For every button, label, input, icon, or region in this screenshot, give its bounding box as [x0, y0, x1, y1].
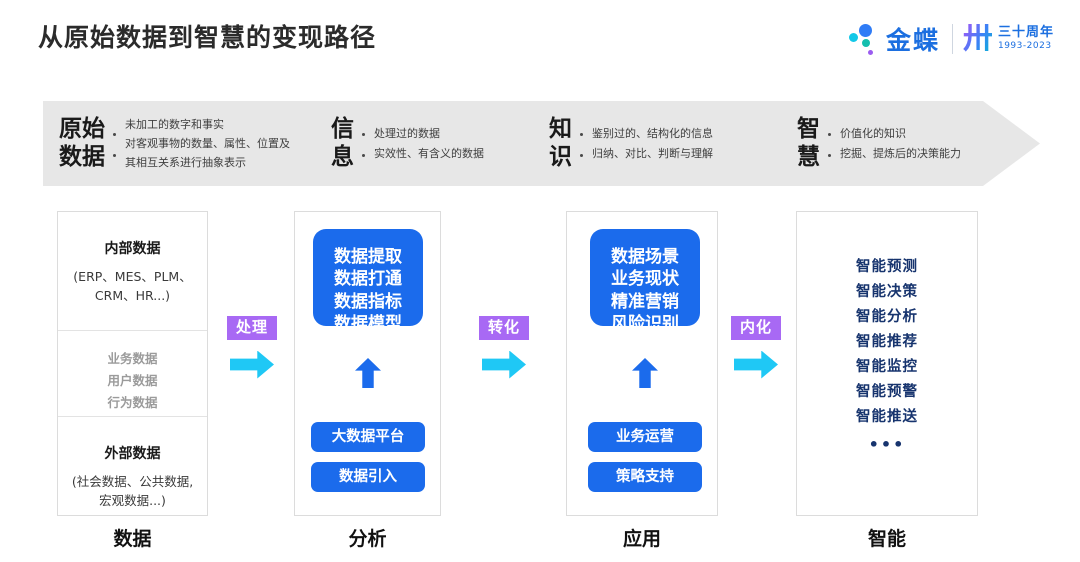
band-bullet: 价值化的知识: [840, 127, 906, 141]
column-intelligence[interactable]: 智能预测 智能决策 智能分析 智能推荐 智能监控 智能预警 智能推送 •••: [796, 211, 978, 516]
application-capability-box[interactable]: 数据场景 业务现状 精准营销 风险识别: [590, 229, 700, 334]
column-footer-intelligence: 智能: [867, 528, 906, 550]
connector-transform: 转化: [474, 316, 534, 379]
band-bullet: 挖掘、提炼后的决策能力: [840, 146, 961, 160]
band-bullet: 对客观事物的数量、属性、位置及其相互关系进行抽象表示: [125, 136, 290, 170]
bullet-dots-icon: [580, 122, 583, 166]
application-capability-item: 业务现状: [611, 269, 679, 290]
right-arrow-icon: [734, 350, 778, 379]
strategy-support-pill[interactable]: 策略支持: [588, 462, 702, 492]
analysis-platform-pill[interactable]: 大数据平台: [311, 422, 425, 452]
data-types-section: 业务数据 用户数据 行为数据: [58, 331, 207, 417]
analysis-capability-item: 数据打通: [334, 269, 402, 290]
right-arrow-icon: [230, 350, 274, 379]
right-arrow-icon: [482, 350, 526, 379]
page-title: 从原始数据到智慧的变现路径: [38, 23, 377, 52]
list-item: 智能监控: [856, 359, 918, 375]
intelligence-list: 智能预测 智能决策 智能分析 智能推荐 智能监控 智能预警 智能推送 •••: [797, 212, 977, 460]
bullet-dots-icon: [362, 122, 365, 166]
band-item-wisdom: 智 慧 价值化的知识 挖掘、提炼后的决策能力: [789, 101, 1040, 186]
data-type-item: 用户数据: [107, 372, 158, 388]
analysis-capability-item: 数据指标: [334, 291, 402, 312]
internal-data-title: 内部数据: [104, 241, 161, 257]
connector-internalize: 内化: [726, 316, 786, 379]
band-item-information: 信 息 处理过的数据 实效性、有含义的数据: [321, 101, 541, 186]
band-key-wisdom: 智 慧: [797, 116, 820, 170]
band-key-raw-data: 原始 数据: [59, 116, 105, 170]
logo-divider: [951, 24, 953, 54]
external-data-title: 外部数据: [104, 446, 161, 462]
anniversary-mark-icon: 卅: [962, 21, 993, 56]
band-item-knowledge: 知 识 鉴别过的、结构化的信息 归纳、对比、判断与理解: [541, 101, 789, 186]
internal-data-section: 内部数据 (ERP、MES、PLM、 CRM、HR...): [58, 212, 207, 331]
list-ellipsis: •••: [868, 435, 906, 454]
band-item-raw-data: 原始 数据 未加工的数字和事实 对客观事物的数量、属性、位置及其相互关系进行抽象…: [43, 101, 321, 186]
application-capability-item: 数据场景: [611, 247, 679, 267]
application-capability-item: 风险识别: [611, 314, 679, 335]
connector-label-transform: 转化: [478, 316, 529, 340]
band-bullet: 未加工的数字和事实: [125, 117, 224, 131]
bullet-dots-icon: [113, 122, 116, 166]
data-type-item: 行为数据: [107, 394, 158, 410]
band-key-information: 信 息: [331, 116, 354, 170]
list-item: 智能预测: [856, 259, 918, 275]
band-bullet: 归纳、对比、判断与理解: [592, 146, 713, 160]
brand-name: 金蝶: [885, 26, 940, 55]
bullet-dots-icon: [828, 122, 831, 166]
data-type-item: 业务数据: [107, 351, 158, 366]
column-data[interactable]: 内部数据 (ERP、MES、PLM、 CRM、HR...) 业务数据 用户数据 …: [57, 211, 208, 516]
kingdee-logo: 金蝶 卅 三十周年 1993-2023: [848, 19, 1054, 59]
business-operation-pill[interactable]: 业务运营: [588, 422, 702, 452]
connector-label-internalize: 内化: [730, 316, 781, 340]
column-footer-application: 应用: [622, 528, 661, 550]
column-footer-analysis: 分析: [348, 528, 387, 550]
list-item: 智能预警: [856, 384, 918, 400]
anniversary-text: 三十周年 1993-2023: [997, 25, 1054, 52]
external-data-section: 外部数据 (社会数据、公共数据, 宏观数据...): [58, 417, 207, 511]
list-item: 智能决策: [856, 284, 918, 300]
connector-label-process: 处理: [226, 316, 277, 340]
analysis-capability-box[interactable]: 数据提取 数据打通 数据指标 数据模型: [313, 229, 423, 334]
progression-band: 原始 数据 未加工的数字和事实 对客观事物的数量、属性、位置及其相互关系进行抽象…: [43, 101, 1040, 186]
column-footer-data: 数据: [113, 528, 152, 550]
band-bullet: 处理过的数据: [374, 127, 440, 141]
band-bullet: 鉴别过的、结构化的信息: [592, 127, 713, 141]
analysis-capability-item: 数据提取: [334, 247, 402, 267]
list-item: 智能分析: [856, 309, 918, 325]
internal-data-detail: (ERP、MES、PLM、 CRM、HR...): [73, 269, 192, 304]
logo-dots-icon: [848, 22, 882, 56]
connector-process: 处理: [222, 316, 282, 379]
analysis-capability-item: 数据模型: [334, 314, 402, 335]
list-item: 智能推送: [856, 409, 918, 425]
anniversary-years: 1993-2023: [997, 41, 1052, 52]
band-bullet: 实效性、有含义的数据: [374, 146, 484, 160]
list-item: 智能推荐: [856, 334, 918, 350]
anniversary-label: 三十周年: [997, 25, 1054, 41]
application-capability-item: 精准营销: [611, 291, 679, 312]
analysis-ingest-pill[interactable]: 数据引入: [311, 462, 425, 492]
band-key-knowledge: 知 识: [549, 116, 572, 170]
external-data-detail: (社会数据、公共数据, 宏观数据...): [71, 474, 194, 509]
